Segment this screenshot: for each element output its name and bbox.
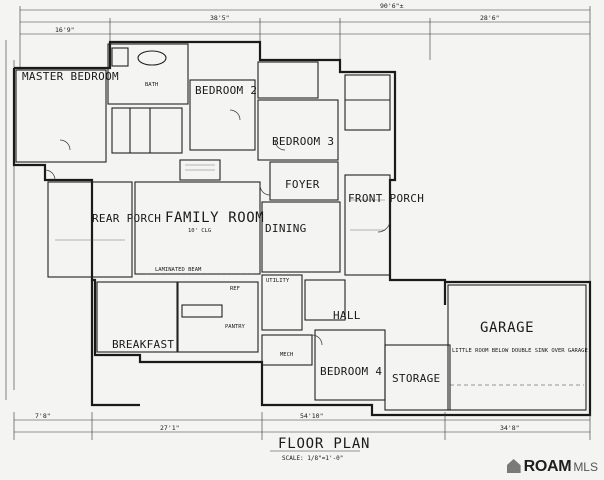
dim-bottom-c: 54'10" (300, 412, 323, 420)
fireplace (179, 159, 221, 181)
bottom-dimension-lines (13, 412, 591, 440)
utility-label: UTILITY (266, 278, 290, 284)
dim-bottom-d: 34'8" (500, 424, 520, 432)
garage-note: LITTLE ROOM BELOW DOUBLE SINK OVER GARAG… (452, 348, 588, 354)
bedroom2-room (189, 79, 256, 151)
house-logo-icon (506, 459, 521, 473)
bedroom2-label: BEDROOM 2 (195, 84, 257, 97)
storage-room (384, 344, 451, 411)
front-porch-label: FRONT PORCH (348, 192, 424, 205)
dim-top-mid: 38'5" (210, 14, 230, 22)
master-bath-area (107, 43, 189, 154)
ref-note: REF (230, 286, 240, 292)
family-room-height-note: 10' CLG (188, 228, 211, 234)
dim-top-right: 28'6" (480, 14, 500, 22)
rear-porch-room (47, 181, 133, 278)
hall-bath-room (257, 61, 319, 99)
dim-top-left: 16'9" (55, 26, 75, 34)
brand-name: ROAM (523, 458, 572, 475)
bedroom4-label: BEDROOM 4 (320, 365, 382, 378)
bedroom3-label: BEDROOM 3 (272, 135, 334, 148)
storage-label: STORAGE (392, 372, 440, 385)
hall-area (304, 279, 346, 321)
front-porch-room (344, 174, 391, 276)
dim-bottom-a: 7'8" (35, 412, 51, 420)
foyer-room (269, 161, 339, 201)
door-swings (44, 109, 391, 346)
master-bath-label: BATH (145, 82, 158, 88)
roam-mls-logo: ROAM MLS (506, 457, 598, 476)
brand-suffix: MLS (573, 460, 598, 474)
exterior-walls (12, 40, 592, 417)
bedroom3-room (257, 99, 339, 161)
pantry-note: PANTRY (225, 324, 246, 330)
garage-room (447, 284, 587, 411)
dining-room (261, 201, 341, 273)
dim-bottom-b: 27'1" (160, 424, 180, 432)
breakfast-label: BREAKFAST (112, 338, 174, 351)
plan-scale: SCALE: 1/8"=1'-0" (282, 455, 343, 462)
family-room-label: FAMILY ROOM (165, 210, 264, 226)
garage-label: GARAGE (480, 320, 534, 336)
top-dimension-lines (19, 6, 591, 300)
plan-title: FLOOR PLAN (278, 436, 370, 452)
hall-label: HALL (333, 309, 361, 322)
mech-note: MECH (280, 352, 293, 358)
dim-overall: 90'6"± (380, 2, 404, 10)
laminated-beam-note: LAMINATED BEAM (155, 267, 202, 273)
utility-room (261, 274, 303, 331)
rear-porch-label: REAR PORCH (92, 212, 161, 225)
breakfast-room (96, 281, 178, 353)
kitchen-island (181, 304, 223, 318)
master-bedroom-label: MASTER BEDROOM (22, 70, 119, 83)
master-bedroom-room (15, 69, 107, 163)
dining-label: DINING (265, 222, 307, 235)
foyer-label: FOYER (285, 178, 320, 191)
